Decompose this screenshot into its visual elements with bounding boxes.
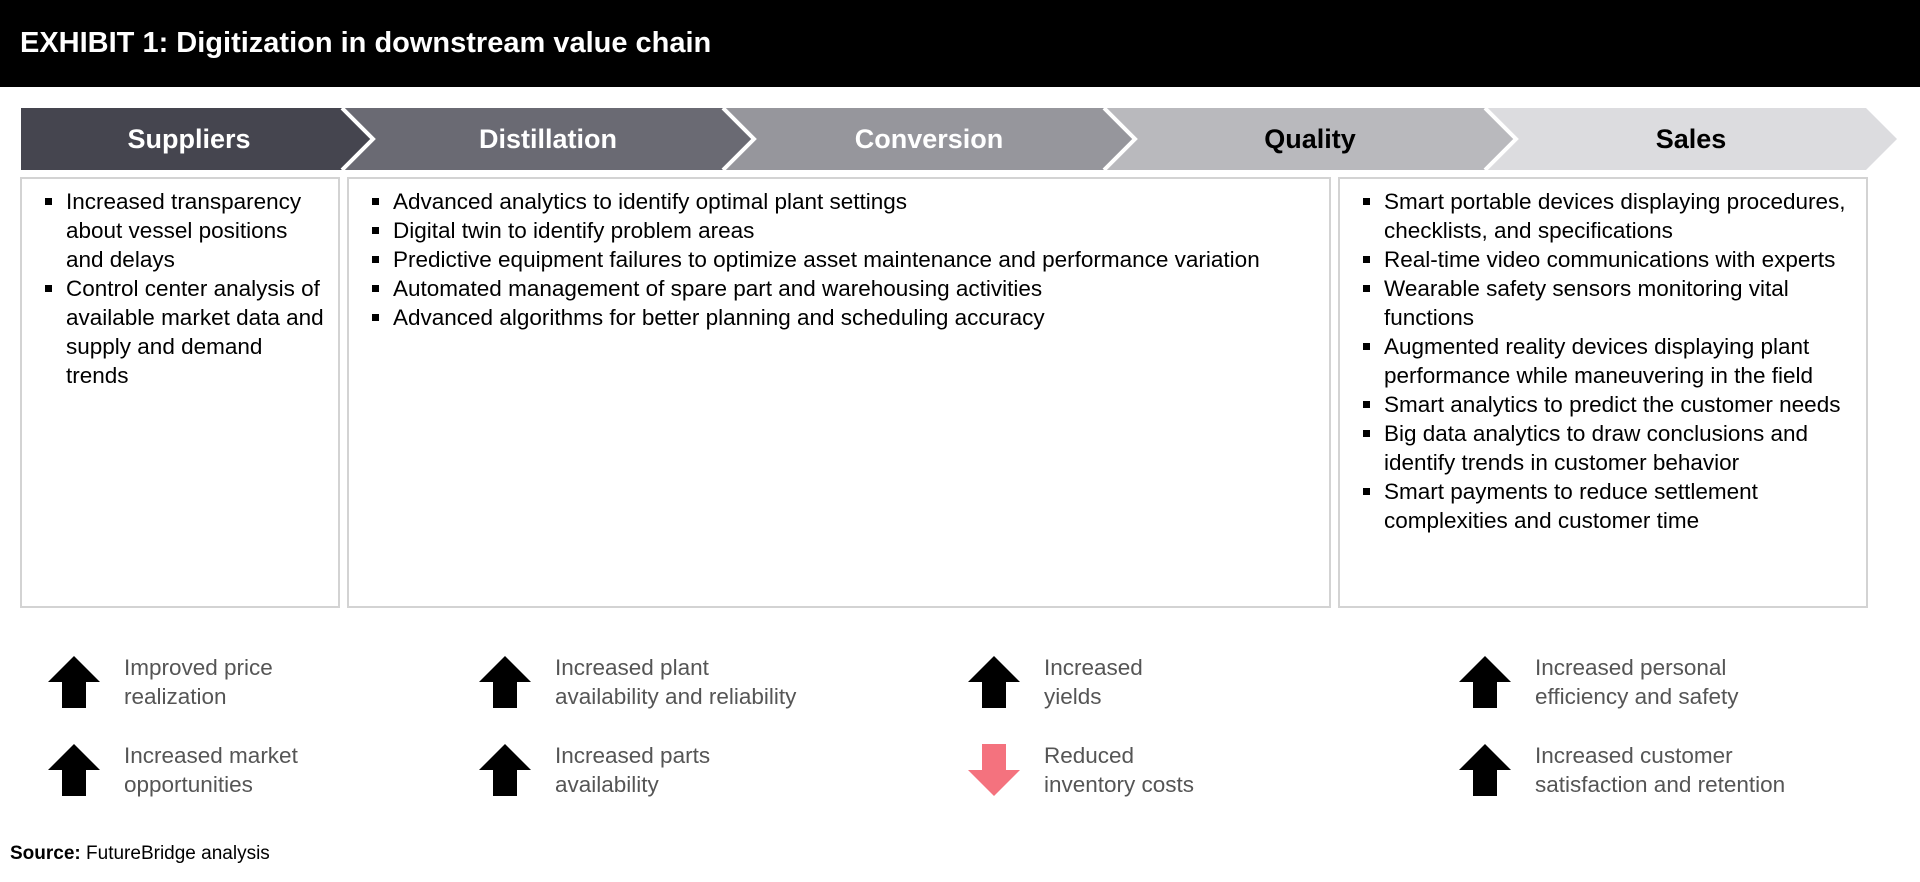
list-item: Wearable safety sensors monitoring vital… <box>1360 274 1856 332</box>
stage-label-suppliers: Suppliers <box>127 123 251 154</box>
stage-chevron-sales <box>1485 108 1897 170</box>
arrow-down-icon <box>968 744 1020 796</box>
impact-item: Increased plant availability and reliabi… <box>477 653 796 711</box>
source-note: Source: FutureBridge analysis <box>10 843 270 865</box>
list-item: Increased transparency about vessel posi… <box>42 187 328 274</box>
exhibit-title: EXHIBIT 1: Digitization in downstream va… <box>20 27 712 59</box>
arrow-up-icon <box>1459 656 1511 708</box>
arrow-up-icon <box>479 744 531 796</box>
impact-item: Increased customer satisfaction and rete… <box>1457 741 1785 799</box>
impact-text: Increased parts availability <box>555 743 711 797</box>
arrow-up-icon <box>968 656 1020 708</box>
impact-item: Improved price realization <box>46 653 273 711</box>
stage-label-conversion: Conversion <box>854 123 1004 154</box>
arrow-up-icon <box>48 744 100 796</box>
list-item: Real-time video communications with expe… <box>1360 245 1856 274</box>
source-label: Source: <box>10 843 81 864</box>
suppliers-initiatives-box: Increased transparency about vessel posi… <box>20 177 340 608</box>
source-text: FutureBridge analysis <box>80 843 270 864</box>
list-item: Control center analysis of available mar… <box>42 274 328 390</box>
list-item: Smart analytics to predict the customer … <box>1360 390 1856 419</box>
impact-text: Increased personal efficiency and safety <box>1535 655 1739 709</box>
sales-initiatives-box: Smart portable devices displaying proced… <box>1338 177 1868 608</box>
stage-chevron-distillation <box>342 108 754 170</box>
list-item: Advanced algorithms for better planning … <box>369 303 1319 332</box>
operations-initiatives-box: Advanced analytics to identify optimal p… <box>347 177 1331 608</box>
stage-label-distillation: Distillation <box>478 123 617 154</box>
list-item: Automated management of spare part and w… <box>369 274 1319 303</box>
list-item: Smart payments to reduce settlement comp… <box>1360 477 1856 535</box>
impact-item: Increased market opportunities <box>46 741 298 799</box>
list-item: Big data analytics to draw conclusions a… <box>1360 419 1856 477</box>
list-item: Smart portable devices displaying proced… <box>1360 187 1856 245</box>
impact-text: Increased yields <box>1044 655 1143 709</box>
list-item: Predictive equipment failures to optimiz… <box>369 245 1319 274</box>
impact-item: Increased yields <box>966 653 1143 711</box>
arrow-up-icon <box>48 656 100 708</box>
stage-chevron-conversion <box>723 108 1135 170</box>
impact-text: Reduced inventory costs <box>1044 743 1195 797</box>
stage-chevron-quality <box>1104 108 1516 170</box>
list-item: Advanced analytics to identify optimal p… <box>369 187 1319 216</box>
impact-text: Increased plant availability and reliabi… <box>555 655 797 709</box>
impact-text: Increased market opportunities <box>124 743 298 797</box>
list-item: Augmented reality devices displaying pla… <box>1360 332 1856 390</box>
exhibit-title-bar: EXHIBIT 1: Digitization in downstream va… <box>0 0 1920 87</box>
stage-label-quality: Quality <box>1264 123 1356 154</box>
arrow-up-icon <box>479 656 531 708</box>
value-chain-chevrons <box>21 108 1897 170</box>
impact-text: Increased customer satisfaction and rete… <box>1535 743 1786 797</box>
impact-item: Reduced inventory costs <box>966 741 1194 799</box>
impact-item: Increased personal efficiency and safety <box>1457 653 1738 711</box>
impact-text: Improved price realization <box>124 655 273 709</box>
list-item: Digital twin to identify problem areas <box>369 216 1319 245</box>
impact-item: Increased parts availability <box>477 741 710 799</box>
arrow-up-icon <box>1459 744 1511 796</box>
stage-chevron-suppliers <box>21 108 373 170</box>
stage-label-sales: Sales <box>1655 123 1727 154</box>
